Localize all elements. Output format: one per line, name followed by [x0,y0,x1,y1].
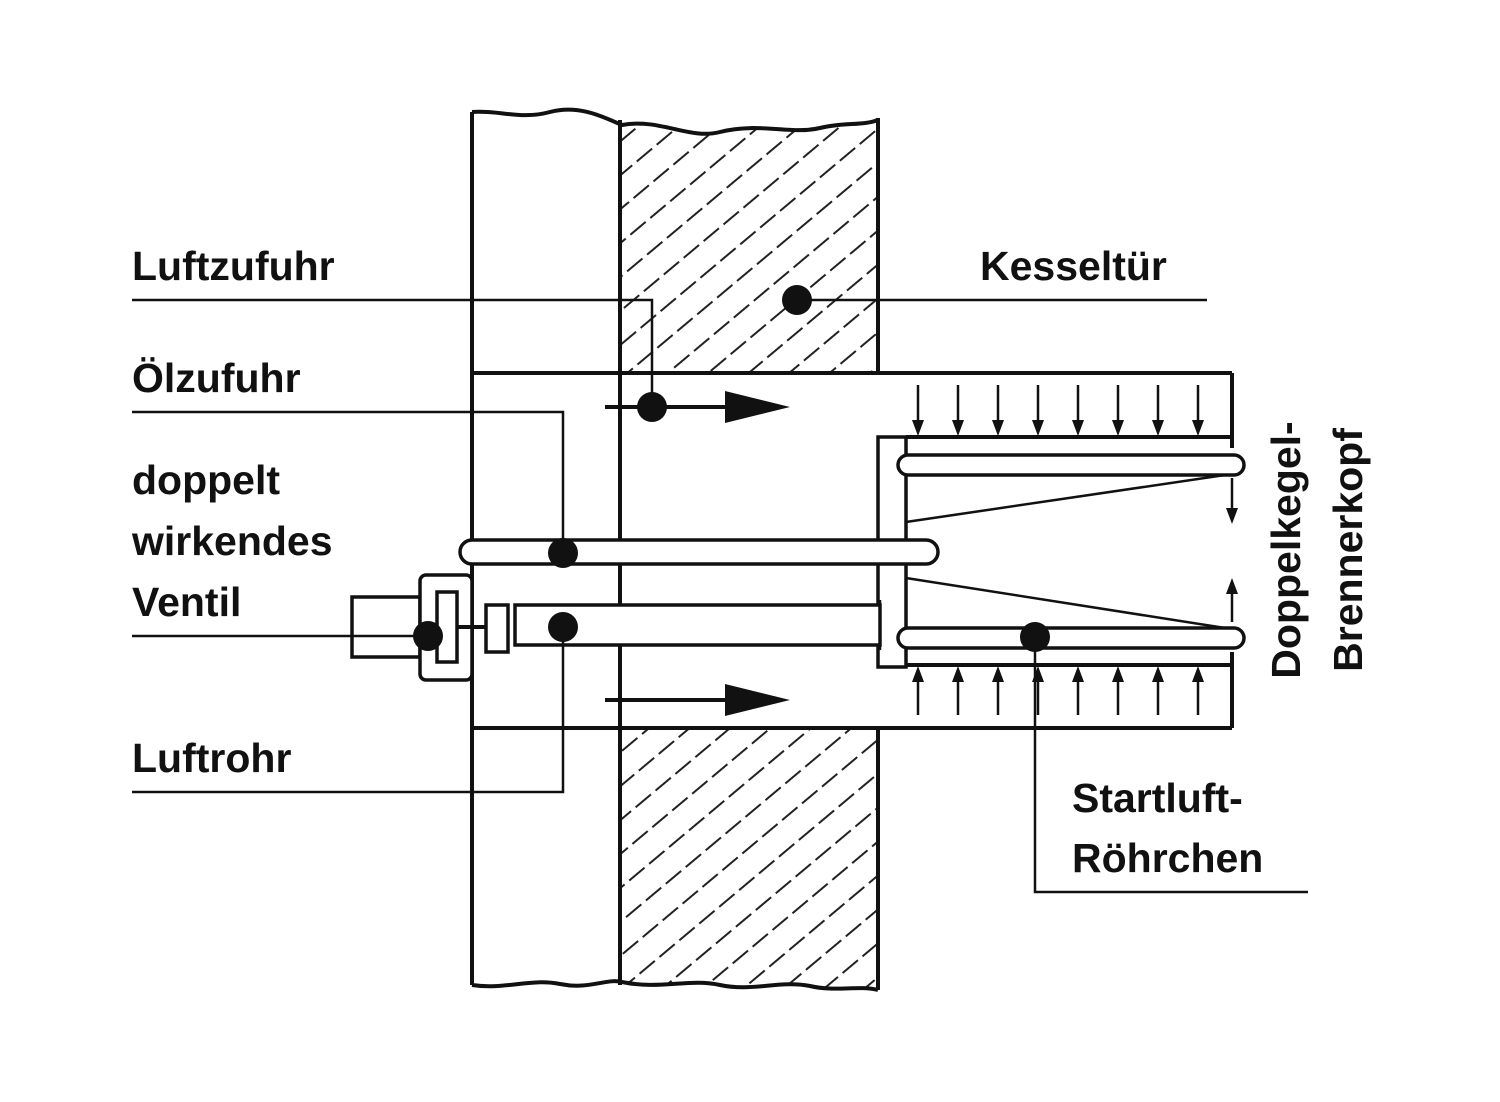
airflow-arrow-top [605,391,790,423]
label-brennerkopf-line2: Brennerkopf [1325,428,1371,672]
air-inlet-arrows-bottom [912,666,1204,715]
insulation-upper [622,120,878,373]
label-luftzufuhr: Luftzufuhr [132,243,335,289]
label-ventil-line1: doppelt [132,457,280,503]
label-ventil-line2: wirkendes [131,518,333,564]
insulation-lower [622,728,878,990]
dot-luftrohr [548,612,578,642]
dot-kesseltuer [782,285,812,315]
label-startluft-line1: Startluft- [1072,775,1243,821]
oil-supply-pipe [458,538,940,566]
boiler-door-wall [470,107,880,992]
dot-oelzufuhr [548,538,578,568]
label-ventil-line3: Ventil [132,579,241,625]
label-luftrohr: Luftrohr [132,735,291,781]
label-kesseltuer: Kesseltür [980,243,1167,289]
dot-luftzufuhr [637,392,667,422]
dot-startluft [1020,622,1050,652]
label-startluft-line2: Röhrchen [1072,835,1263,881]
air-inlet-arrows-top [912,385,1204,436]
dot-ventil [413,621,443,651]
label-oelzufuhr: Ölzufuhr [132,355,301,401]
airflow-arrow-bottom [605,684,790,716]
reference-dots [413,285,1050,652]
air-tube-housing [472,371,1234,730]
label-brennerkopf-line1: Doppelkegel- [1263,421,1309,678]
leader-lines [132,298,1308,894]
